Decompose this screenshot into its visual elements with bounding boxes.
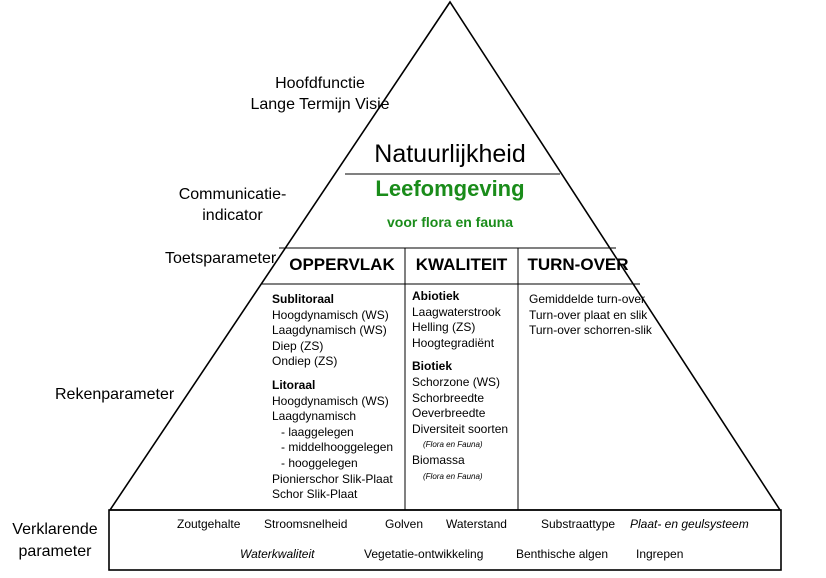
verklarend-item: Zoutgehalte <box>177 517 241 531</box>
label-communicatie-line2: indicator <box>202 207 263 224</box>
verklarend-box <box>108 509 782 571</box>
biotiek-title: Biotiek <box>412 359 453 374</box>
list-item-note: (Flora en Fauna) <box>423 440 483 450</box>
list-item: Diep (ZS) <box>272 338 324 353</box>
list-item: Hoogtegradiënt <box>412 335 495 350</box>
label-verklarend-line2: parameter <box>18 543 92 560</box>
list-item: Schorzone (WS) <box>412 374 501 389</box>
list-item: Schor Slik-Plaat <box>272 487 358 502</box>
column-header-turnover: TURN-OVER <box>527 255 629 274</box>
apex-subtitle-sub: voor flora en fauna <box>386 214 514 230</box>
label-rekenparameter: Rekenparameter <box>55 386 175 403</box>
oppervlak-list: Sublitoraal Hoogdynamisch (WS) Laagdynam… <box>272 292 393 503</box>
verklarend-item: Golven <box>385 517 424 531</box>
list-item: Gemiddelde turn-over <box>529 292 646 306</box>
list-item: Helling (ZS) <box>412 320 476 335</box>
column-header-kwaliteit: KWALITEIT <box>415 255 508 274</box>
label-toetsparameter: Toetsparameter <box>165 250 277 267</box>
list-item: Laagdynamisch (WS) <box>272 323 387 338</box>
list-item: Diversiteit soorten <box>412 421 509 436</box>
verklarend-item: Waterstand <box>446 517 507 531</box>
kwaliteit-list: Abiotiek Laagwaterstrook Helling (ZS) Ho… <box>412 289 508 484</box>
verklarend-item: Substraattype <box>541 517 616 531</box>
label-hoofdfunctie-line1: Hoofdfunctie <box>275 75 365 92</box>
list-item: Oeverbreedte <box>412 406 486 421</box>
abiotiek-title: Abiotiek <box>412 289 460 303</box>
list-item: Schorbreedte <box>412 390 485 405</box>
verklarend-item: Vegetatie-ontwikkeling <box>364 547 484 561</box>
verklarend-item: Plaat- en geulsysteem <box>630 517 749 531</box>
list-item: - middelhooggelegen <box>281 440 394 455</box>
litoraal-title: Litoraal <box>272 377 316 392</box>
label-verklarend-line1: Verklarende <box>12 521 98 538</box>
column-header-oppervlak: OPPERVLAK <box>289 255 395 274</box>
label-hoofdfunctie-line2: Lange Termijn Visie <box>250 96 390 113</box>
list-item: Biomassa <box>412 452 465 467</box>
list-item: - hooggelegen <box>281 455 358 470</box>
label-verklarend: Verklarende parameter <box>4 522 106 560</box>
sublitoraal-title: Sublitoraal <box>272 292 335 306</box>
list-item: Laagwaterstrook <box>412 304 501 319</box>
label-hoofdfunctie: Hoofdfunctie Lange Termijn Visie <box>200 76 440 113</box>
label-communicatie: Communicatie- indicator <box>150 187 315 224</box>
label-communicatie-line1: Communicatie- <box>178 186 287 203</box>
list-item-note: (Flora en Fauna) <box>423 471 483 481</box>
verklarend-item: Ingrepen <box>636 547 684 561</box>
list-item: Hoogdynamisch (WS) <box>272 393 389 408</box>
verklarend-item: Waterkwaliteit <box>240 547 315 561</box>
turnover-list: Gemiddelde turn-over Turn-over plaat en … <box>529 292 652 339</box>
list-item: Pionierschor Slik-Plaat <box>272 471 393 486</box>
list-item: Turn-over plaat en slik <box>529 307 648 322</box>
apex-subtitle-main: Leefomgeving <box>375 176 525 201</box>
list-item: Hoogdynamisch (WS) <box>272 307 389 322</box>
verklarend-item: Benthische algen <box>516 547 609 561</box>
apex-title: Natuurlijkheid <box>374 140 526 168</box>
verklarend-item: Stroomsnelheid <box>264 517 348 531</box>
list-item: Turn-over schorren-slik <box>529 323 652 338</box>
list-item: Laagdynamisch <box>272 409 357 424</box>
list-item: - laaggelegen <box>281 424 354 439</box>
list-item: Ondiep (ZS) <box>272 354 338 369</box>
